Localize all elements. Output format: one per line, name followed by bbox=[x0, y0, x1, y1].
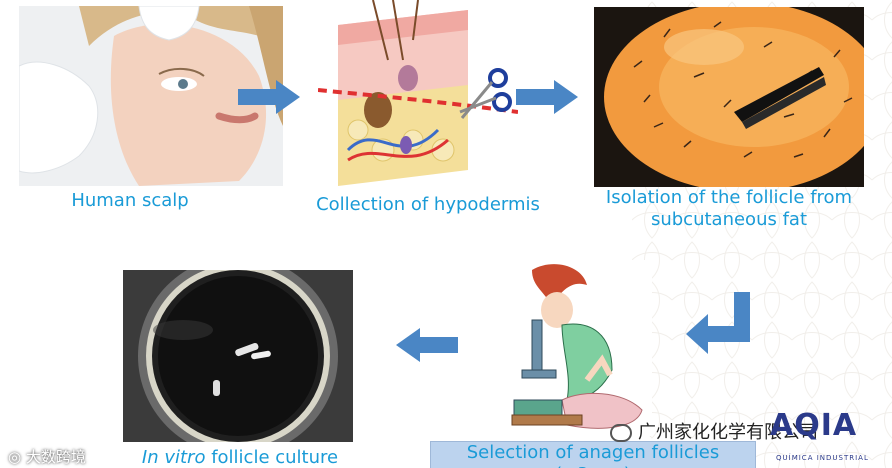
caption-human-scalp: Human scalp bbox=[30, 190, 230, 212]
microscope-selection-illustration bbox=[492, 260, 652, 436]
caption-isolation-line2: subcutaneous fat bbox=[596, 209, 862, 231]
in-vitro-culture-photo bbox=[123, 270, 353, 442]
caption-isolation-line1: Isolation of the follicle from bbox=[596, 187, 862, 209]
wechat-icon bbox=[610, 424, 632, 442]
aqia-logo: AQIA bbox=[770, 408, 857, 443]
caption-isolation-of-follicle: Isolation of the follicle from subcutane… bbox=[596, 187, 862, 231]
weibo-icon: ◎ bbox=[8, 448, 26, 466]
caption-in-vitro-culture: In vitro follicle culture bbox=[120, 447, 360, 468]
watermark-left: ◎ 大数跨境 bbox=[8, 446, 86, 467]
caption-selection-anagen: Selection of anagen follicles (≈3mm) bbox=[430, 441, 756, 468]
arrow-right-2 bbox=[516, 80, 578, 114]
arrow-left bbox=[396, 328, 458, 362]
arrow-right-1 bbox=[238, 80, 300, 114]
caption-in-vitro-rest: follicle culture bbox=[205, 447, 338, 468]
watermark-left-text: 大数跨境 bbox=[26, 448, 86, 466]
skin-cross-section-illustration bbox=[318, 0, 518, 186]
arrow-bent-down-left bbox=[686, 292, 752, 358]
caption-in-vitro-italic: In vitro bbox=[142, 447, 206, 468]
aqia-logo-text: AQIA bbox=[770, 408, 857, 443]
aqia-logo-subtitle: QUÍMICA INDUSTRIAL bbox=[776, 454, 869, 462]
follicle-isolation-photo bbox=[594, 7, 864, 187]
caption-collection-of-hypodermis: Collection of hypodermis bbox=[300, 194, 556, 216]
